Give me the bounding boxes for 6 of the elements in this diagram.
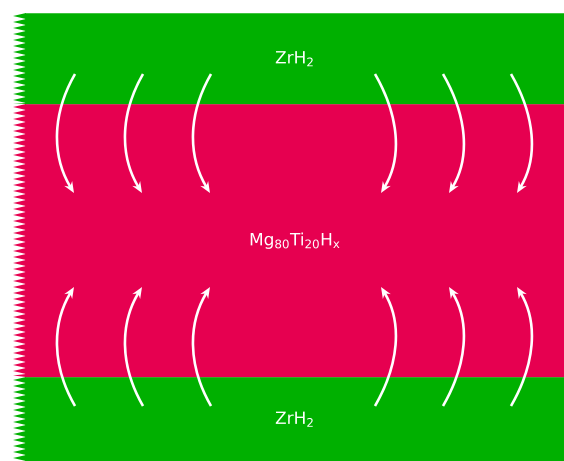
node-label: ZrH$_{2}$	[276, 51, 313, 66]
layer-band: Mg$_{80}$Ti$_{20}$H$_{x}$	[25, 104, 564, 378]
node-label: ZrH$_{2}$	[276, 412, 313, 427]
layer-band: ZrH$_{2}$	[25, 377, 564, 461]
layer-band: ZrH$_{2}$	[25, 13, 564, 104]
node-label: Mg$_{80}$Ti$_{20}$H$_{x}$	[250, 232, 340, 249]
